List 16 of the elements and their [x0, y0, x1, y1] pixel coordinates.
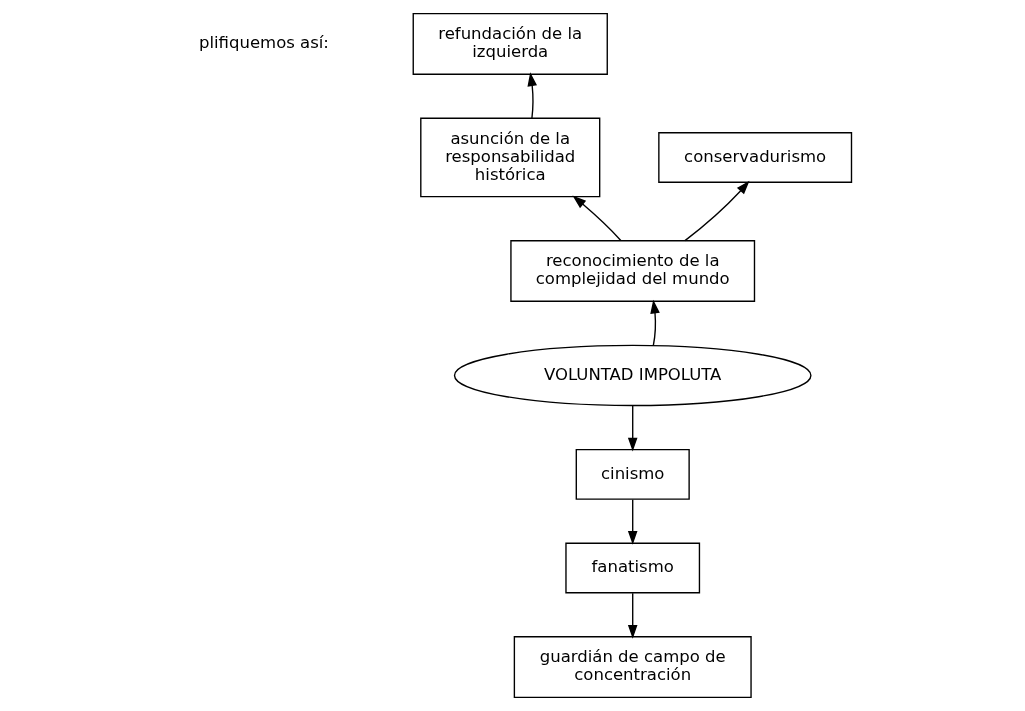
node-box: asunción de la responsabilidad histórica: [419, 117, 600, 198]
arrow: [649, 299, 660, 347]
arrow: [627, 405, 638, 452]
arrow: [683, 180, 750, 242]
arrow: [627, 592, 638, 639]
arrow: [571, 195, 621, 242]
node-box: cinismo: [575, 448, 690, 500]
node-ellipse: VOLUNTAD IMPOLUTA: [453, 344, 812, 407]
label: plifiquemos así:: [198, 33, 329, 53]
arrow: [627, 498, 638, 545]
node-box: reconocimiento de la complejidad del mundo: [509, 240, 755, 302]
arrow: [526, 72, 537, 119]
node-box: guardián de campo de concentración: [513, 636, 752, 699]
node-box: fanatismo: [564, 542, 700, 594]
node-box: conservadurismo: [657, 132, 852, 183]
node-box: refundación de la izquierda: [412, 13, 608, 75]
